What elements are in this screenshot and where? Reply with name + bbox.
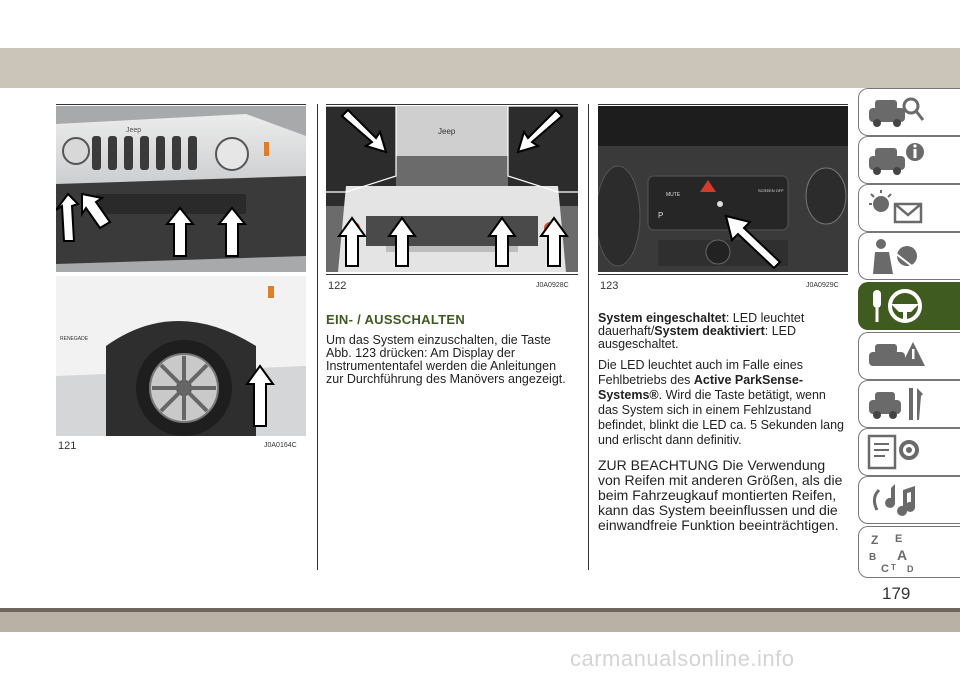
warning-lights-icon (869, 190, 923, 224)
sidebar-tab-technical-data[interactable] (858, 428, 960, 476)
bottom-band (0, 612, 960, 632)
figure-121-code: J0A0164C (264, 442, 297, 449)
bold-term: System deaktiviert (654, 324, 765, 338)
figure-122-code: J0A0928C (536, 282, 569, 289)
technical-data-icon (867, 434, 919, 470)
bold-term: Active ParkSense-Systems® (598, 373, 803, 402)
svg-text:T: T (891, 563, 896, 572)
multimedia-icon (872, 484, 916, 516)
note-paragraph: ZUR BEACHTUNG Die Verwendung von Reifen … (598, 457, 843, 533)
figure-123-dashboard-photo: MUTE P SCREEN OFF (598, 106, 848, 272)
bold-term: System eingeschaltet (598, 311, 726, 325)
jeep-badge-rear: Jeep (438, 127, 456, 136)
figure-121-front-photo: Jeep (56, 106, 306, 272)
figure-122-number: 122 (328, 280, 347, 292)
bottom-band-dark (0, 608, 960, 612)
car-search-icon (869, 97, 925, 127)
sidebar-tab-index[interactable]: Z E B A C D T (858, 526, 960, 578)
steering-key-icon (873, 289, 922, 323)
sidebar-tab-starting-driving[interactable] (858, 282, 960, 330)
sidebar-tab-emergency[interactable] (858, 332, 960, 380)
figure-123-code: J0A0929C (806, 282, 839, 289)
top-band (0, 48, 960, 88)
sidebar-tab-car-search[interactable] (858, 88, 960, 136)
svg-text:C: C (881, 563, 889, 574)
fault-paragraph: Die LED leuchtet auch im Falle eines Feh… (598, 358, 848, 448)
section-paragraph: Um das System einzuschalten, die Taste A… (326, 333, 566, 386)
svg-text:Z: Z (871, 533, 878, 547)
safety-airbag-icon (873, 239, 918, 274)
jeep-badge: Jeep (126, 127, 141, 134)
car-info-icon (869, 143, 924, 175)
figure-121-number: 121 (58, 440, 77, 452)
svg-text:A: A (897, 547, 907, 563)
page-number: 179 (882, 584, 911, 603)
renegade-badge: RENEGADE (60, 336, 89, 342)
sidebar-tab-warning-lights[interactable] (858, 184, 960, 232)
text-run: : LED leuchtet dauerhaft/ (598, 311, 805, 338)
sidebar-tab-multimedia[interactable] (858, 476, 960, 524)
figure-122-rear-photo: Jeep (326, 106, 578, 272)
rule (56, 104, 306, 105)
rule (326, 104, 578, 105)
rule (326, 274, 578, 275)
rule (598, 104, 848, 105)
sidebar-tab-safety[interactable] (858, 232, 960, 280)
index-icon: Z E B A C D T (869, 533, 914, 574)
svg-text:B: B (869, 552, 876, 563)
text-run: : LED ausgeschaltet. (598, 324, 797, 351)
led-status-paragraph: System eingeschaltet: LED leuchtet dauer… (598, 312, 848, 351)
screen-off-label: SCREEN OFF (758, 188, 784, 193)
car-emergency-icon (869, 342, 925, 366)
park-button-label: P (658, 211, 663, 220)
column-divider (317, 104, 318, 570)
column-divider (588, 104, 589, 570)
rule (598, 274, 848, 275)
sidebar-tab-car-info[interactable] (858, 136, 960, 184)
watermark: carmanualsonline.info (570, 646, 795, 671)
section-heading: EIN- / AUSSCHALTEN (326, 312, 466, 327)
car-service-icon (869, 388, 923, 420)
figure-123-number: 123 (600, 280, 619, 292)
text-run: . Wird die Taste betätigt, wenn das Syst… (598, 388, 845, 447)
svg-text:D: D (907, 564, 914, 574)
mute-button-label: MUTE (666, 192, 681, 198)
sidebar-tab-service[interactable] (858, 380, 960, 428)
figure-121-side-photo: RENEGADE (56, 276, 306, 436)
svg-text:E: E (895, 533, 902, 545)
text-run: Die LED leuchtet auch im Falle eines Feh… (598, 358, 803, 387)
